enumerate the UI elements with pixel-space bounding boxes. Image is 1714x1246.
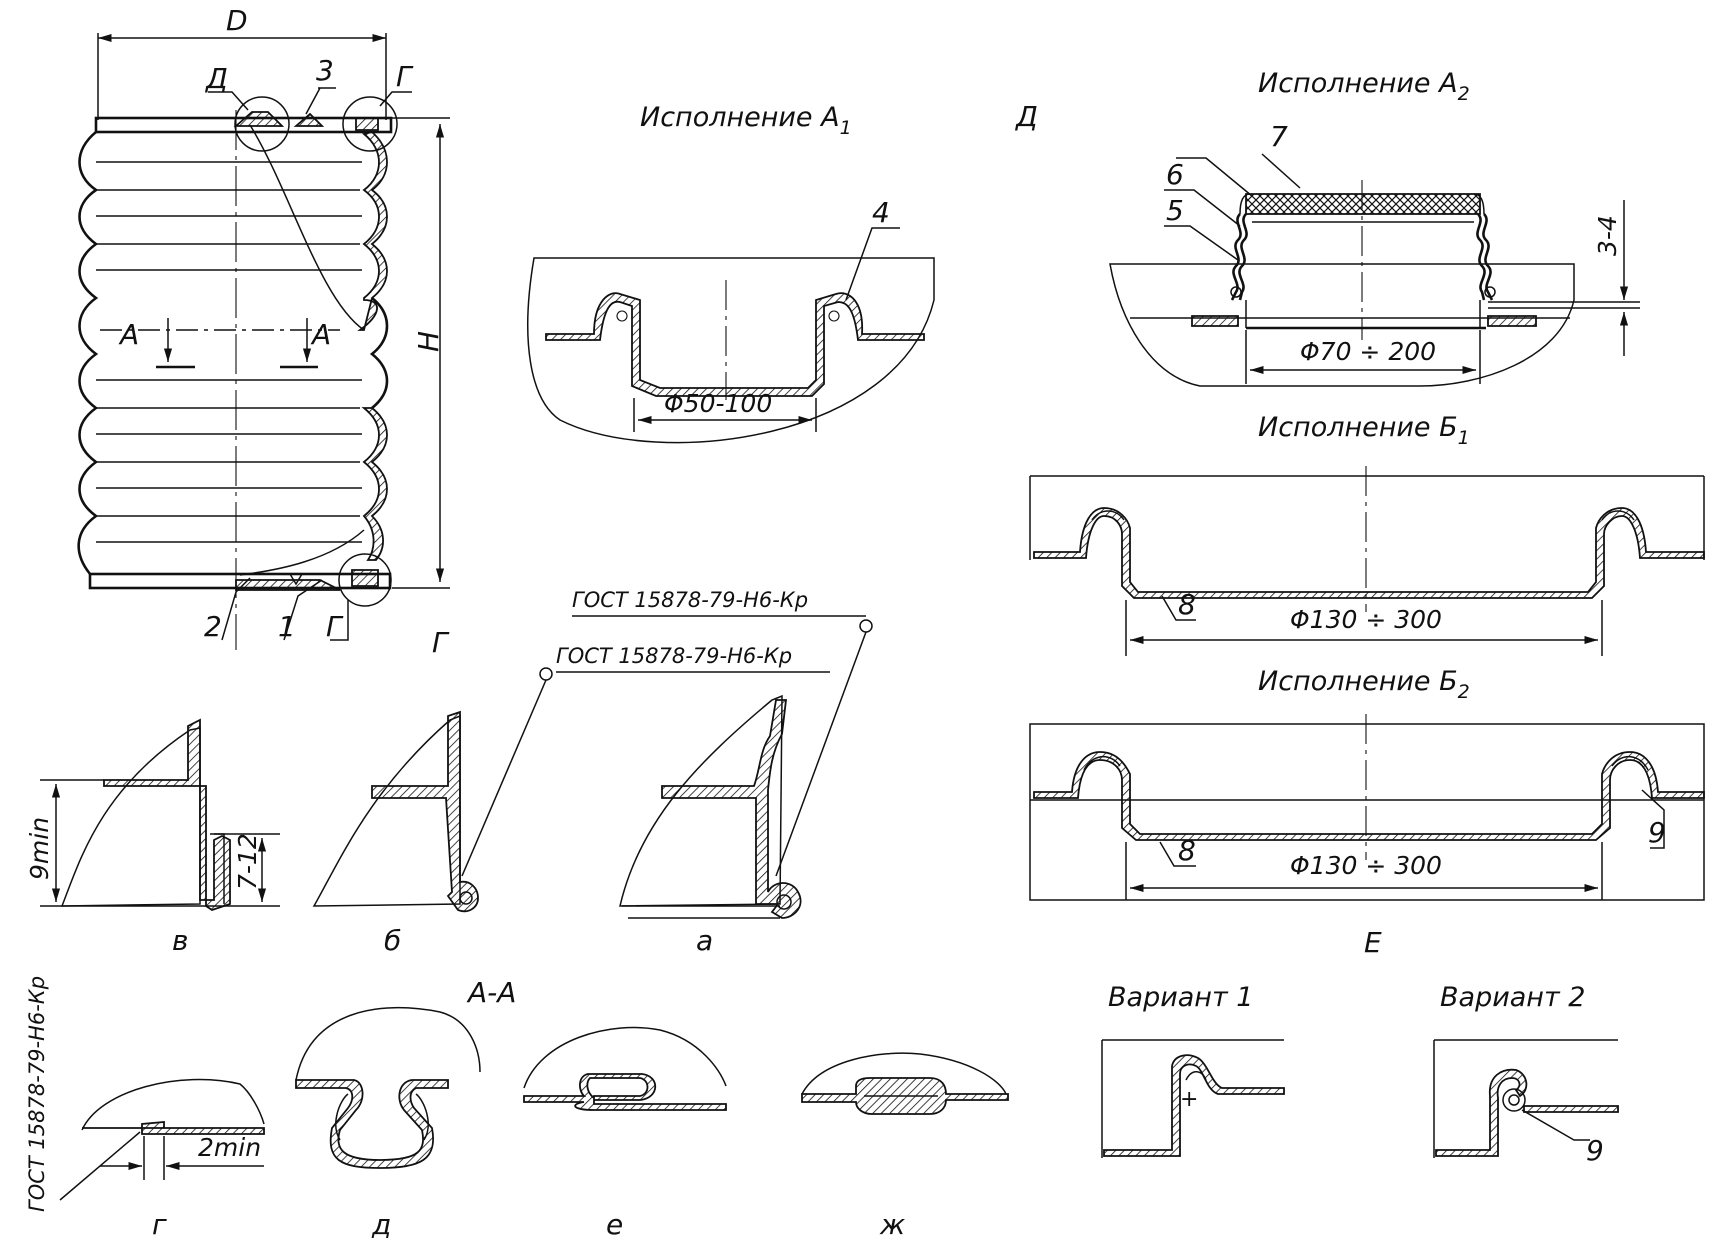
label-D: D	[226, 4, 248, 37]
duct-main-view: D	[77, 4, 450, 659]
view-ispolnenie-A1: Исполнение А1 4 Φ50-100	[527, 102, 935, 444]
dim-phi70-200: Φ70 ÷ 200	[1300, 337, 1436, 366]
label-D-cyr-top: Д	[204, 62, 228, 95]
title-ispolnenie-B2: Исполнение Б2	[1258, 666, 1470, 703]
fold-details-row: ГОСТ 15878-79-Н6-Кр ГОСТ 15878-79-Н6-Кр …	[25, 588, 873, 957]
title-variant-2: Вариант 2	[1440, 982, 1585, 1013]
gost-label-vertical: ГОСТ 15878-79-Н6-Кр	[25, 976, 49, 1212]
callout-circle-D-top	[234, 96, 290, 152]
label-G-under: Г	[432, 626, 450, 659]
label-A-A: А-А	[466, 976, 516, 1009]
dim-phi50-100: Φ50-100	[664, 389, 772, 418]
label-A-right: А	[310, 318, 331, 351]
label-three: 3	[316, 54, 334, 87]
label-d: д	[371, 1208, 391, 1241]
gost-label-lower: ГОСТ 15878-79-Н6-Кр	[556, 644, 792, 668]
title-ispolnenie-B1: Исполнение Б1	[1258, 412, 1470, 449]
dim-phi130-300-1: Φ130 ÷ 300	[1290, 605, 1442, 634]
label-a: а	[696, 924, 713, 957]
dim-7-12: 7-12	[233, 833, 262, 890]
label-nine-2: 9	[1586, 1134, 1604, 1167]
label-eight-2: 8	[1178, 834, 1196, 867]
label-one: 1	[278, 610, 296, 643]
label-G-bottom: Г	[326, 610, 344, 643]
dim-9min: 9min	[25, 817, 54, 880]
variant-1: Вариант 1 +	[1101, 982, 1285, 1158]
label-seven: 7	[1270, 120, 1288, 153]
label-H: H	[412, 331, 445, 352]
label-four: 4	[872, 196, 890, 229]
label-b: б	[384, 924, 401, 957]
view-ispolnenie-A2: Исполнение А2 7 6 5 3-4	[1109, 68, 1640, 387]
view-ispolnenie-B2: Исполнение Б2 9 8 Φ130 ÷ 300 Е	[1029, 666, 1705, 959]
duct-right-wall-section	[357, 131, 388, 331]
label-two: 2	[204, 610, 222, 643]
label-six: 6	[1166, 158, 1184, 191]
dim-phi130-300-2: Φ130 ÷ 300	[1290, 851, 1442, 880]
gost-label-upper: ГОСТ 15878-79-Н6-Кр	[572, 588, 808, 612]
label-eight-1: 8	[1178, 588, 1196, 621]
label-G-top: Г	[396, 60, 414, 93]
label-e: е	[606, 1208, 623, 1241]
view-ispolnenie-B1: Исполнение Б1 8 Φ130 ÷ 300	[1029, 412, 1705, 656]
dim-3-4: 3-4	[1593, 215, 1622, 256]
duct-left-corrugation	[77, 130, 99, 575]
label-E: Е	[1364, 926, 1382, 959]
label-nine-1: 9	[1648, 816, 1666, 849]
duct-ribs	[96, 161, 362, 543]
label-zh: ж	[879, 1208, 905, 1241]
title-ispolnenie-A2: Исполнение А2	[1258, 68, 1470, 105]
svg-text:+: +	[1180, 1087, 1198, 1112]
title-variant-1: Вариант 1	[1108, 982, 1253, 1013]
label-g: г	[152, 1208, 167, 1241]
callout-circle-G-bottom	[338, 553, 392, 607]
title-ispolnenie-A1: Исполнение А1	[640, 102, 852, 139]
dim-2min: 2min	[198, 1133, 261, 1162]
label-A-left: А	[118, 318, 139, 351]
variant-2: Вариант 2 9	[1433, 982, 1619, 1167]
label-D-cyr-center: Д	[1014, 100, 1038, 133]
section-A-A-row: А-А ГОСТ 15878-79-Н6-Кр 2min г д е ж	[25, 976, 1009, 1241]
callout-circle-G-top	[342, 96, 398, 152]
label-v: в	[172, 924, 189, 957]
label-five: 5	[1166, 194, 1184, 227]
